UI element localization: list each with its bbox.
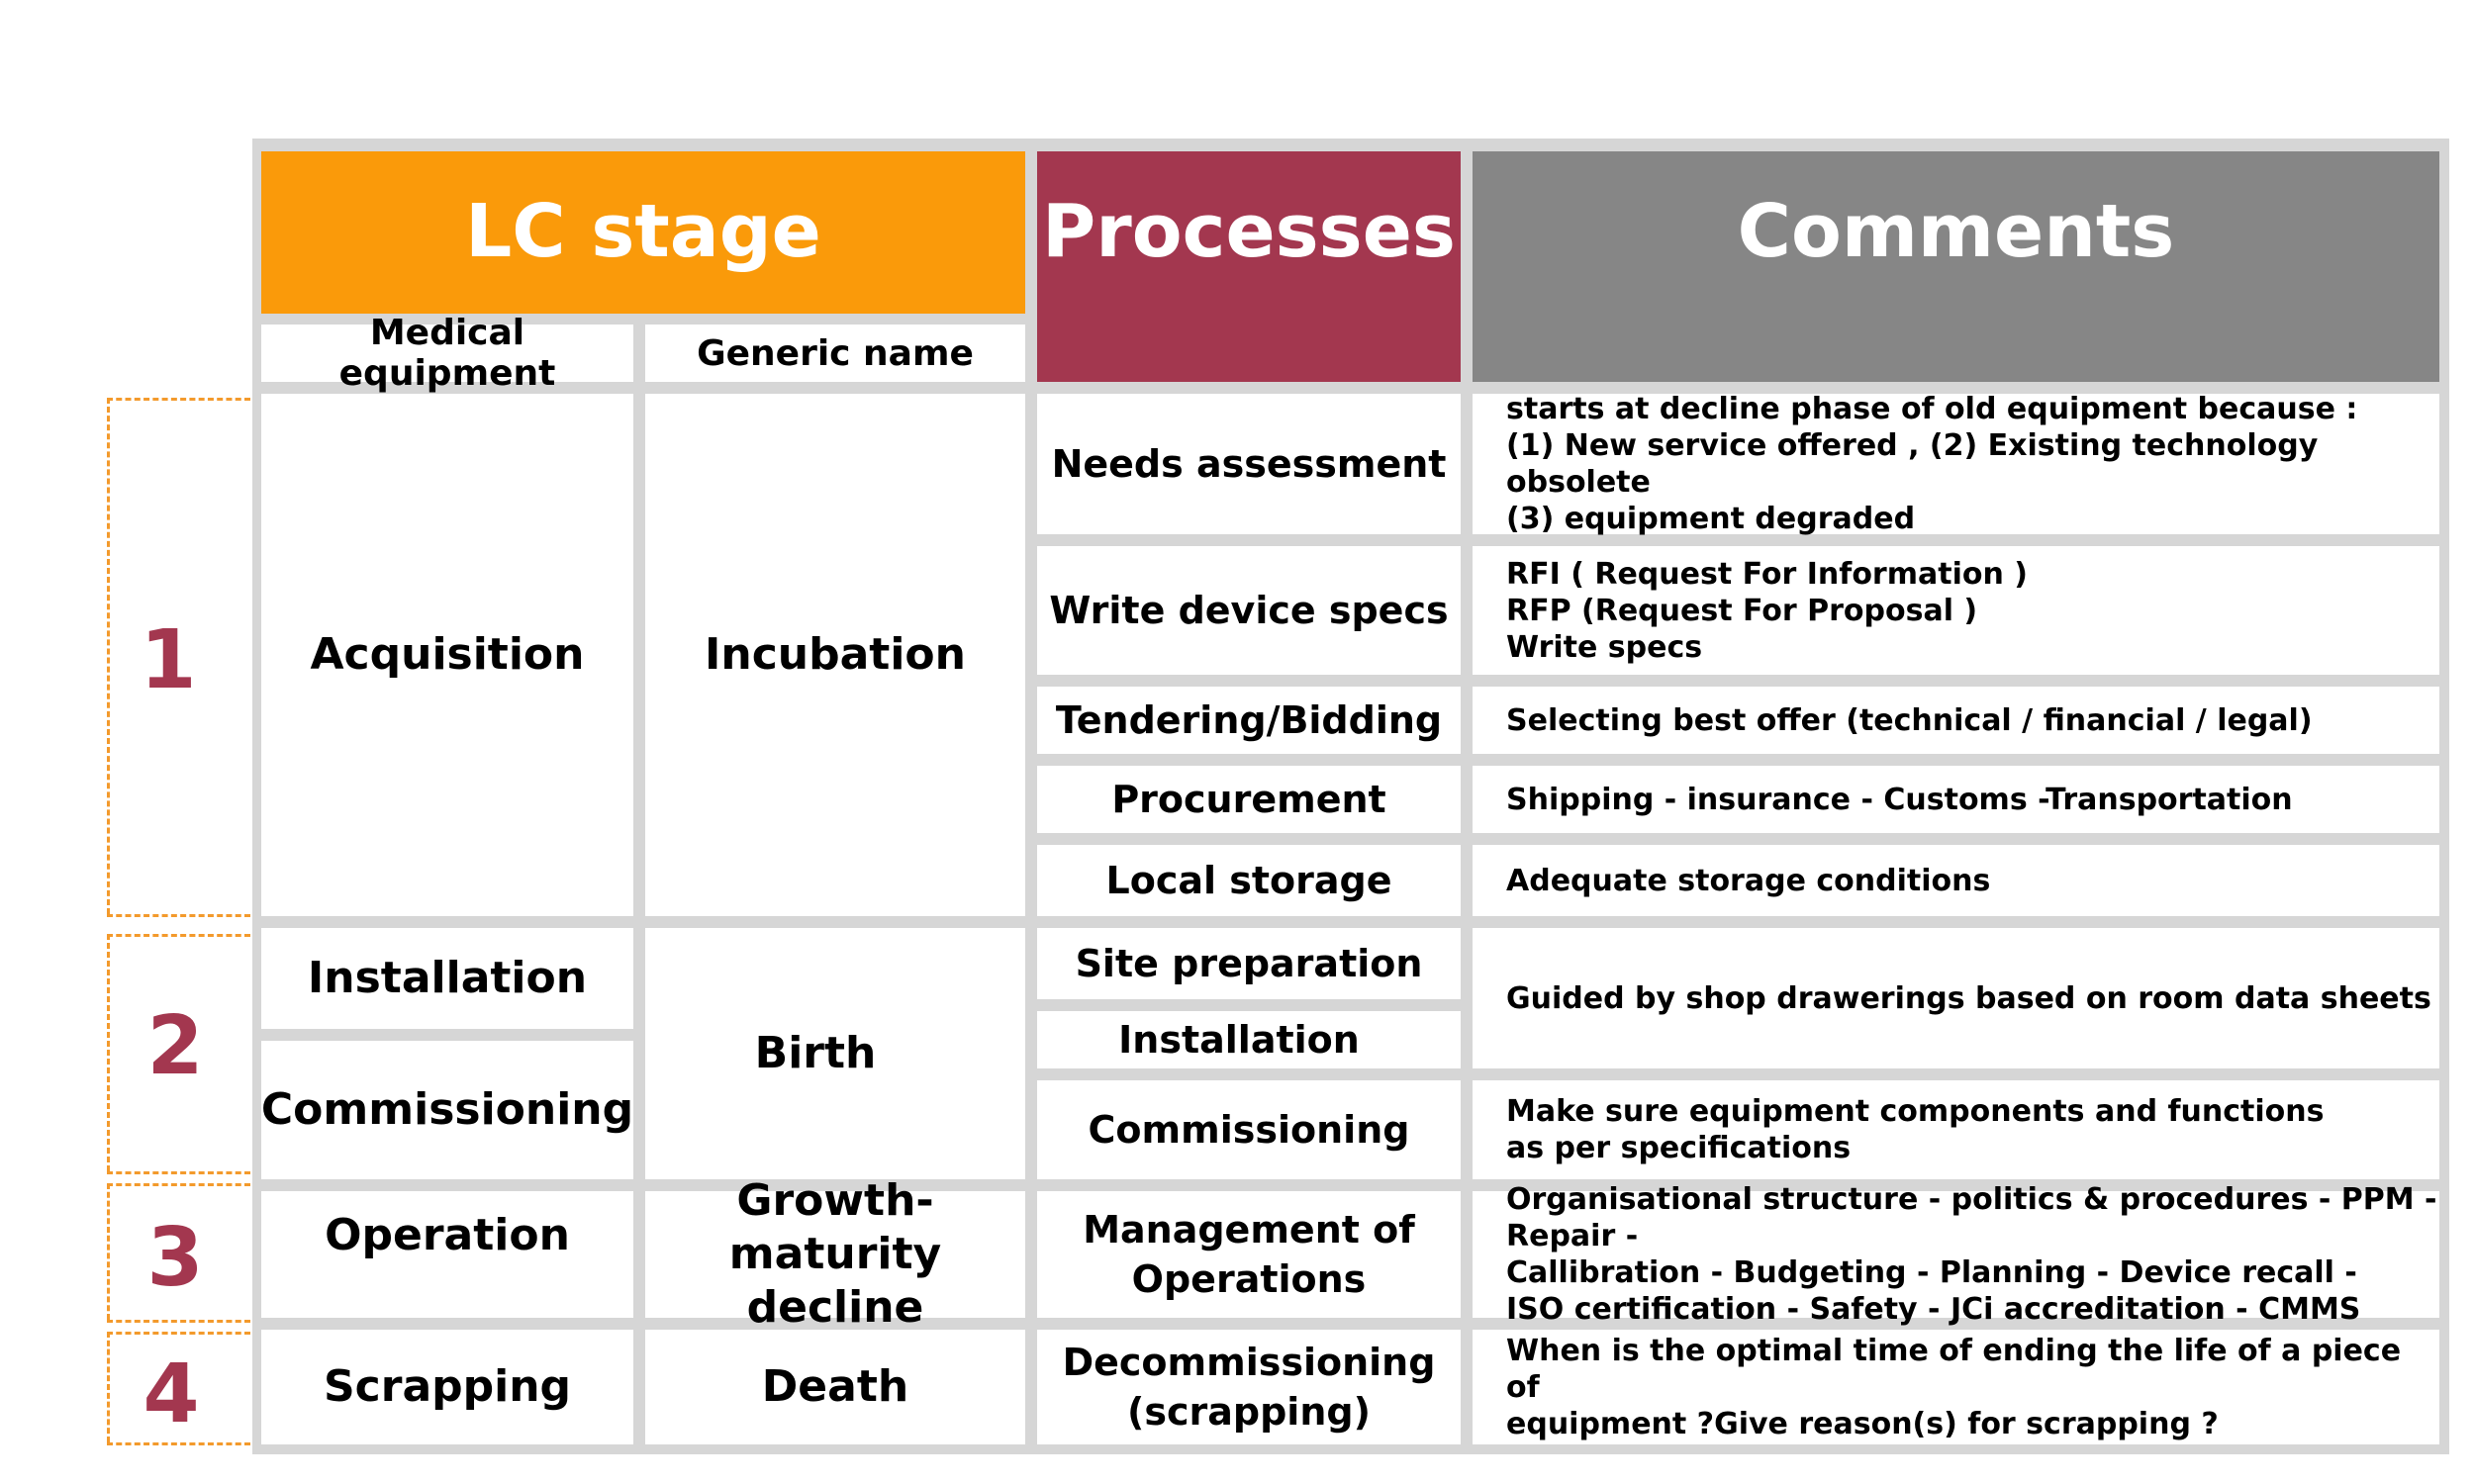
- comment-write-device-specs: RFI ( Request For Information ) RFP (Req…: [1473, 546, 2439, 675]
- comment-operations: Organisational structure - politics & pr…: [1473, 1182, 2439, 1327]
- comments-header: Comments: [1473, 151, 2439, 382]
- comment-needs-assessment: starts at decline phase of old equipment…: [1473, 392, 2439, 536]
- comment-tendering: Selecting best offer (technical / financ…: [1473, 687, 2439, 754]
- stage-2-commissioning: Commissioning: [261, 1041, 633, 1179]
- process-local-storage: Local storage: [1037, 845, 1461, 916]
- medical-equipment-subheader: Medical equipment: [261, 313, 633, 394]
- generic-name-subheader: Generic name: [645, 325, 1025, 382]
- stage-2-installation: Installation: [261, 928, 633, 1029]
- lc-stage-header: LC stage: [261, 151, 1025, 314]
- comment-site-installation: Guided by shop drawerings based on room …: [1473, 928, 2439, 1068]
- process-write-device-specs: Write device specs: [1037, 546, 1461, 675]
- process-decommissioning: Decommissioning (scrapping): [1037, 1330, 1461, 1444]
- process-installation: Installation: [1037, 1011, 1461, 1068]
- processes-header: Processes: [1037, 151, 1461, 382]
- stage-number-3: 3: [146, 1211, 204, 1305]
- stage-number-4: 4: [143, 1347, 200, 1441]
- stage-1-generic-name: Incubation: [645, 394, 1025, 916]
- stage-4-medical-equipment: Scrapping: [261, 1330, 633, 1444]
- stage-number-1: 1: [140, 613, 197, 707]
- process-commissioning: Commissioning: [1037, 1080, 1461, 1179]
- comment-local-storage: Adequate storage conditions: [1473, 845, 2439, 916]
- process-management-of-operations: Management of Operations: [1037, 1191, 1461, 1318]
- stage-3-medical-equipment: Operation: [261, 1191, 633, 1318]
- comment-scrapping: When is the optimal time of ending the l…: [1473, 1330, 2439, 1444]
- process-tendering-bidding: Tendering/Bidding: [1037, 687, 1461, 754]
- stage-4-generic-name: Death: [645, 1330, 1025, 1444]
- comment-commissioning: Make sure equipment components and funct…: [1473, 1080, 2439, 1179]
- process-procurement: Procurement: [1037, 766, 1461, 833]
- process-needs-assessment: Needs assessment: [1037, 394, 1461, 534]
- comment-procurement: Shipping - insurance - Customs -Transpor…: [1473, 766, 2439, 833]
- stage-3-generic-name: Growth-maturity decline: [645, 1175, 1025, 1333]
- stage-1-medical-equipment: Acquisition: [261, 394, 633, 916]
- process-site-preparation: Site preparation: [1037, 928, 1461, 999]
- stage-number-2: 2: [146, 999, 204, 1093]
- stage-2-generic-name: Birth: [645, 928, 1025, 1179]
